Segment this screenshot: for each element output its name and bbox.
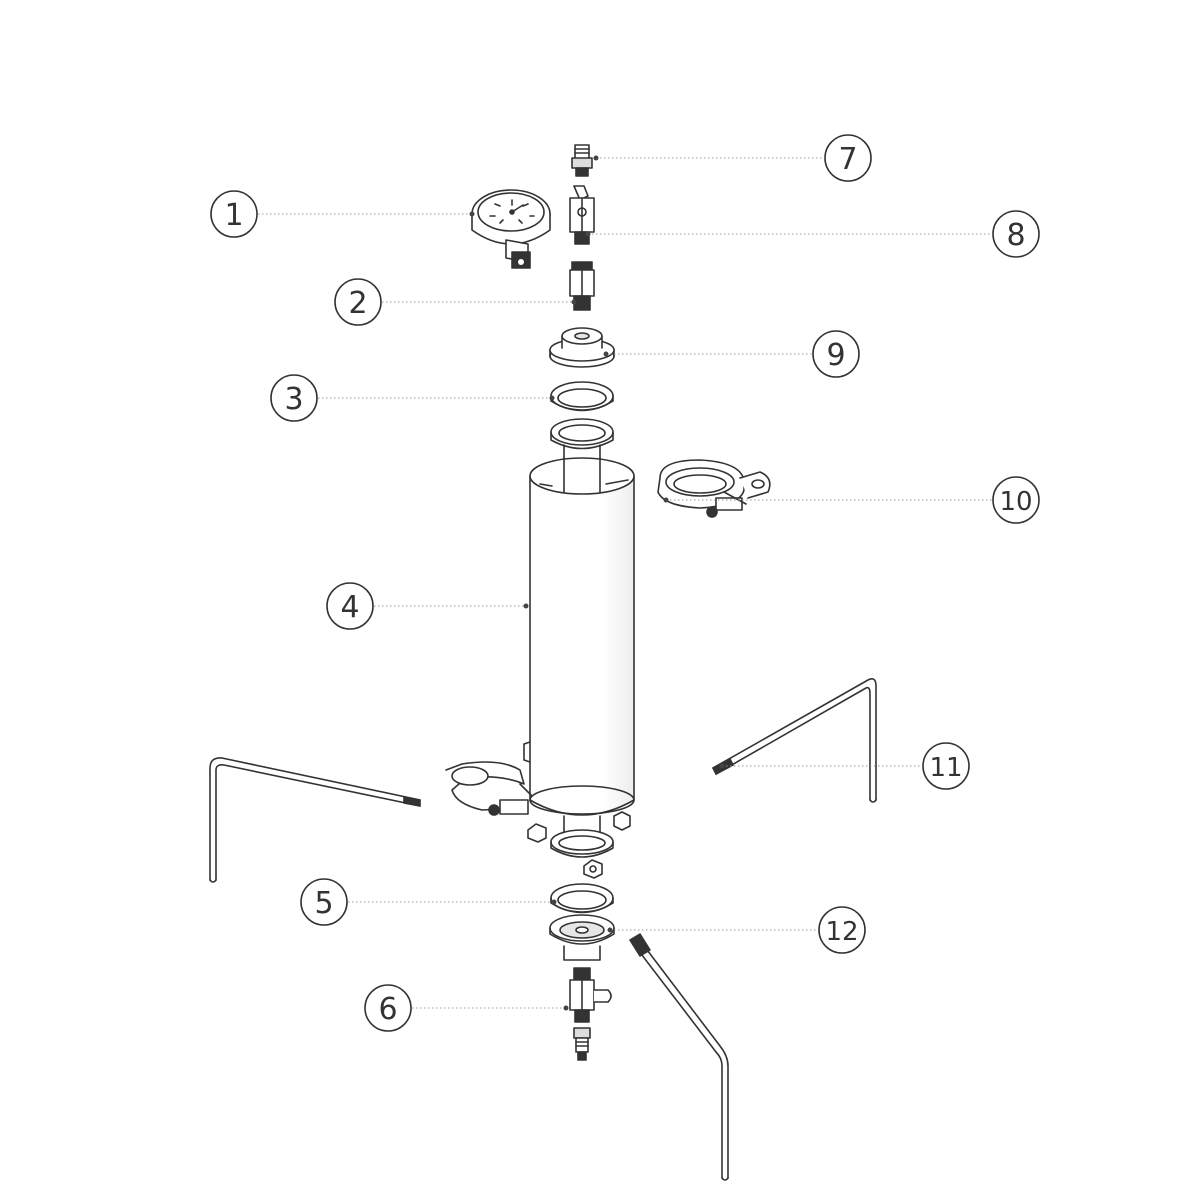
leg-left xyxy=(209,757,421,883)
callout-7: 7 xyxy=(824,134,872,182)
part-7-nipple-top xyxy=(571,144,593,177)
callout-10-number: 10 xyxy=(999,487,1032,517)
callout-8-number: 8 xyxy=(1006,218,1025,253)
callout-4: 4 xyxy=(326,582,374,630)
part-1-pressure-gauge xyxy=(471,189,551,269)
callout-8: 8 xyxy=(992,210,1040,258)
part-2-adapter xyxy=(569,261,595,311)
callout-9: 9 xyxy=(812,330,860,378)
callout-5: 5 xyxy=(300,878,348,926)
part-12-end-cap xyxy=(549,914,615,961)
part-8-valve xyxy=(569,185,595,245)
callout-3: 3 xyxy=(270,374,318,422)
callout-9-number: 9 xyxy=(826,338,845,373)
part-4-main-column xyxy=(523,418,635,858)
callout-2: 2 xyxy=(334,278,382,326)
leader-lines xyxy=(258,157,992,1009)
leg-right xyxy=(712,678,877,803)
callouts: 1 2 3 4 5 6 7 8 xyxy=(210,134,1040,1032)
part-9-end-cap xyxy=(549,327,615,368)
leg-bottom xyxy=(629,933,729,1181)
callout-11-number: 11 xyxy=(929,753,962,783)
leader-dots xyxy=(469,155,725,1011)
callout-4-number: 4 xyxy=(340,590,359,625)
part-5-gasket-bottom xyxy=(550,883,614,914)
part-6-valve-bottom xyxy=(569,967,612,1061)
callout-11: 11 xyxy=(922,742,970,790)
callout-12: 12 xyxy=(818,906,866,954)
column-clamp xyxy=(445,761,533,816)
callout-1-number: 1 xyxy=(224,198,243,233)
callout-12-number: 12 xyxy=(825,917,858,947)
callout-7-number: 7 xyxy=(838,142,857,177)
callout-10: 10 xyxy=(992,476,1040,524)
part-3-gasket-top xyxy=(550,381,614,412)
callout-5-number: 5 xyxy=(314,886,333,921)
callout-3-number: 3 xyxy=(284,382,303,417)
part-10-tri-clamp xyxy=(657,459,771,518)
callout-6: 6 xyxy=(364,984,412,1032)
callout-1: 1 xyxy=(210,190,258,238)
column-nuts xyxy=(527,811,631,879)
callout-2-number: 2 xyxy=(348,286,367,321)
callout-6-number: 6 xyxy=(378,992,397,1027)
